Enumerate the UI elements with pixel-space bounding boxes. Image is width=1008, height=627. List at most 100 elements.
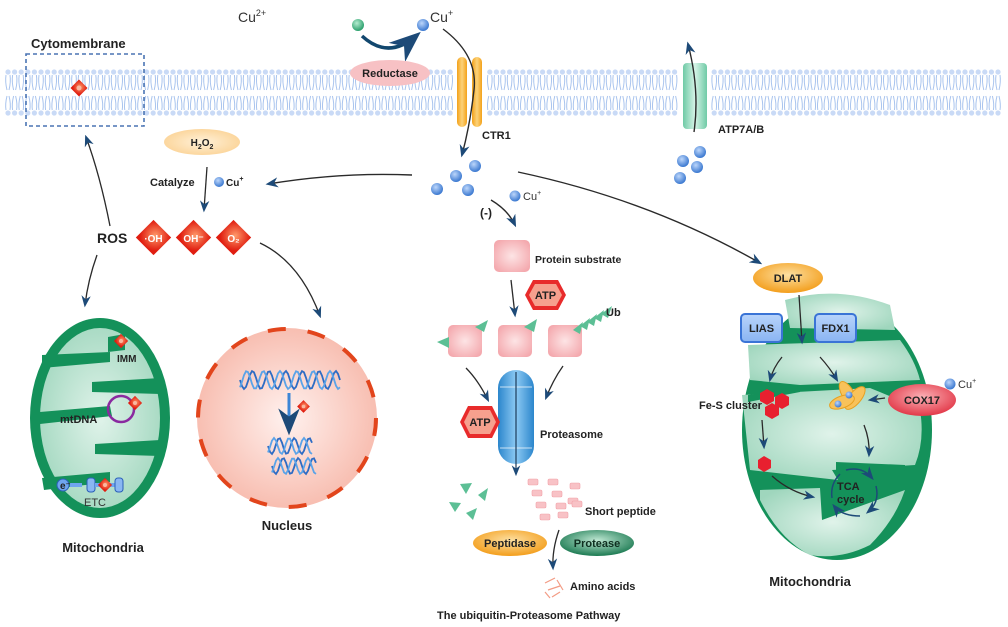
h2o2-molecule — [164, 129, 240, 155]
atp-badge-proteasome: ATP — [460, 406, 500, 438]
ctr1-label: CTR1 — [482, 130, 511, 142]
cu1-label: Cu+ — [430, 8, 453, 25]
cu-ups-label: Cu+ — [523, 190, 541, 203]
ros-species-hydroxide: OH⁻ — [175, 219, 212, 256]
svg-text:ATP: ATP — [469, 417, 490, 429]
cu-ion-cox17-icon — [944, 378, 956, 390]
ubiquitinated-proteins — [437, 306, 612, 357]
svg-text:·OH: ·OH — [144, 234, 162, 245]
ros-species-hydroxyl-radical: ·OH — [135, 219, 172, 256]
dlat-protein — [753, 263, 823, 293]
protein-substrate-label: Protein substrate — [535, 254, 622, 266]
short-peptides — [527, 478, 583, 521]
amino-acids-label: Amino acids — [570, 581, 635, 593]
cu-to-ros-arrow — [265, 173, 413, 188]
catalyze-arrow — [199, 166, 210, 213]
h2o2-label: H2O2 — [191, 138, 214, 151]
dlat-label: DLAT — [774, 273, 803, 285]
short-peptide-label: Short peptide — [585, 506, 656, 518]
lias-to-fes-arrow — [767, 356, 783, 383]
ctr1-transporter — [457, 57, 482, 127]
import-arrow — [442, 28, 476, 158]
export-arrow — [685, 41, 697, 133]
cu2-ion-icon — [352, 19, 364, 31]
fe-s-single-icon — [758, 456, 771, 472]
cu-cox17-label: Cu+ — [958, 378, 976, 391]
mitochondrion-left — [30, 318, 170, 518]
etc-chain — [56, 477, 124, 493]
ros-species-superoxide: O₂ — [215, 219, 252, 256]
mtdna-label: mtDNA — [60, 414, 97, 426]
cox17-label: COX17 — [904, 395, 940, 407]
fes-down-arrow — [758, 419, 768, 450]
lias-box — [740, 313, 783, 343]
fe-s-cluster-icon — [760, 389, 789, 419]
catalyze-label: Catalyze — [150, 177, 195, 189]
cu-ion-ups-icon — [509, 190, 521, 202]
cu2-label: Cu2+ — [238, 8, 266, 25]
protease-enzyme — [560, 530, 634, 556]
lias-label: LIAS — [749, 323, 774, 335]
cu-catalyze-label: Cu+ — [226, 176, 243, 189]
etc-ros-marker-icon — [97, 477, 113, 493]
dlat-arrow — [796, 294, 807, 345]
export-copper-ions — [674, 146, 706, 184]
cu-to-mito-arrow — [517, 171, 763, 265]
copper-lipoylated-cluster-icon — [829, 381, 866, 410]
svg-text:ATP: ATP — [535, 290, 556, 302]
peptidase-enzyme — [473, 530, 547, 556]
cox17-arrow — [867, 394, 886, 404]
nucleus-title: Nucleus — [262, 518, 313, 533]
nucleus — [196, 327, 378, 509]
reduction-arrow — [360, 31, 421, 62]
membrane-ros-marker-icon — [70, 79, 88, 97]
dna-helix-intact — [239, 369, 341, 391]
reductase-label: Reductase — [362, 68, 418, 80]
fdx1-box — [814, 313, 857, 343]
protein-substrate-box — [494, 240, 530, 272]
ups-title: The ubiquitin-Proteasome Pathway — [437, 610, 621, 622]
imm-label: IMM — [117, 354, 136, 365]
svg-text:O₂: O₂ — [227, 234, 239, 245]
intracellular-copper-pool — [431, 160, 481, 196]
ros-to-mito-arrow — [81, 254, 98, 308]
amino-acids-icon — [544, 577, 564, 599]
fdx1-label: FDX1 — [821, 323, 849, 335]
cu-inhibit-ups-arrow — [490, 199, 517, 228]
mito-left-title: Mitochondria — [62, 540, 144, 555]
mtdna-ros-marker-icon — [127, 395, 143, 411]
svg-text:OH⁻: OH⁻ — [183, 234, 203, 245]
cytomembrane-label: Cytomembrane — [31, 36, 126, 51]
digestion-arrow — [547, 529, 560, 571]
dna-helix-broken — [267, 436, 317, 476]
protease-label: Protease — [574, 538, 620, 550]
cu1-ion-icon — [417, 19, 429, 31]
cytomembrane-inset-box — [25, 53, 145, 127]
tca-label-2: cycle — [837, 494, 865, 506]
cu-ion-catalyze-icon — [214, 177, 224, 187]
cluster-to-tca-arrow — [863, 424, 875, 458]
ros-label: ROS — [97, 230, 127, 246]
nucleus-ros-marker-icon — [297, 400, 310, 413]
peptidase-label: Peptidase — [484, 538, 536, 550]
released-ubiquitin — [449, 483, 488, 520]
cox17-protein — [888, 384, 956, 416]
mito-right-title: Mitochondria — [769, 574, 851, 589]
tca-cycle-icon — [830, 466, 880, 518]
tca-label-1: TCA — [837, 481, 860, 493]
ub-to-proteasome-arrow-right — [545, 365, 564, 401]
electron-label: e⁻ — [60, 481, 71, 492]
imm-ros-marker-icon — [113, 333, 129, 349]
lipid-bilayer — [5, 69, 1001, 116]
ros-to-nucleus-arrow — [259, 242, 322, 319]
etc-label: ETC — [84, 497, 106, 509]
atp-badge-ubiquitination: ATP — [525, 280, 566, 310]
inhibit-label: (-) — [480, 206, 492, 220]
atp7ab-transporter — [683, 63, 707, 129]
fes-to-tca-arrow — [771, 475, 816, 500]
fe-s-cluster-label: Fe-S cluster — [699, 400, 763, 412]
reductase-enzyme — [350, 60, 430, 86]
ros-to-membrane-arrow — [84, 134, 111, 227]
ub-label: Ub — [606, 307, 621, 319]
